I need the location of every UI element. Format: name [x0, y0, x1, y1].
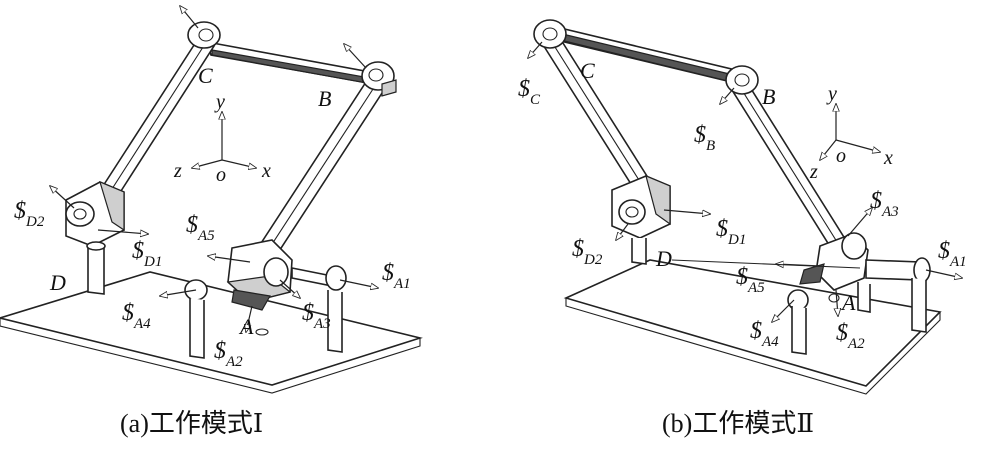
screw-label-d2-b: $D2 [572, 236, 603, 268]
joint-label-d-a: D [49, 270, 66, 295]
joint-label-c-b: C [580, 58, 595, 83]
screw-arrow-a2-a [246, 305, 253, 332]
screw-arrow-c-a [180, 6, 199, 29]
screw-arrow-a4-a [160, 289, 197, 296]
screw-label-b-b: $B [694, 122, 715, 154]
screw-arrow-a3-a [279, 279, 300, 298]
coord-frame-a [192, 112, 256, 168]
screw-arrow-a5-a [208, 256, 251, 263]
screw-arrow-a3-b [847, 208, 872, 237]
joint-a-b [787, 232, 931, 355]
screw-label-c-b: $C [518, 76, 541, 108]
panel-b-labels: C B D A y x z o $C $B $D2 $D1 $A3 $A1 $A… [518, 58, 967, 438]
screw-arrow-b-b [720, 87, 735, 104]
joint-c-b [533, 19, 567, 49]
screw-label-a5-b: $A5 [736, 264, 765, 296]
screw-label-d1-a: $D1 [132, 238, 162, 270]
screw-arrow-a4-b [772, 299, 795, 322]
caption-panel-b: (b)工作模式Ⅱ [662, 409, 814, 438]
caption-panel-a: (a)工作模式Ⅰ [120, 409, 263, 438]
axis-label-x-a: x [261, 160, 271, 182]
panel-a-drawing [0, 6, 423, 394]
panel-a-labels: C B D A y x z o $D2 $D1 $A5 $A1 $A3 $A4 … [14, 63, 411, 438]
screw-arrow-d1-a [97, 230, 148, 234]
screw-label-a5-a: $A5 [186, 212, 215, 244]
panel-b-drawing [528, 19, 962, 395]
joint-label-b-b: B [762, 84, 775, 109]
screw-arrow-b-a [344, 44, 367, 69]
screw-label-a4-a: $A4 [122, 300, 151, 332]
screw-label-d2-a: $D2 [14, 198, 45, 230]
axis-label-x-b: x [883, 147, 893, 169]
screw-label-d1-b: $D1 [716, 216, 746, 248]
joint-c-a [187, 21, 221, 49]
screw-arrow-a1-b [925, 269, 962, 278]
screw-arrow-d1-b [663, 210, 710, 214]
axis-label-o-b: o [836, 145, 846, 167]
screw-label-a4-b: $A4 [750, 318, 779, 350]
axis-label-z-a: z [173, 160, 182, 182]
coord-frame-b [820, 104, 880, 160]
screw-arrow-d2-b [616, 223, 629, 240]
joint-d-b [611, 174, 671, 265]
joint-label-d-b: D [655, 246, 672, 271]
joint-a-a [184, 239, 347, 359]
axis-label-o-a: o [216, 164, 226, 186]
joint-label-a-b: A [840, 290, 856, 315]
screw-label-a2-a: $A2 [214, 338, 243, 370]
screw-arrow-a1-a [339, 279, 378, 288]
axis-label-y-b: y [826, 83, 837, 105]
screw-label-a3-a: $A3 [302, 300, 331, 332]
screw-label-a1-b: $A1 [938, 238, 967, 270]
joint-label-a-a: A [238, 314, 254, 339]
screw-label-a2-b: $A2 [836, 320, 865, 352]
axis-label-z-b: z [809, 161, 818, 183]
screw-arrow-c-b [528, 41, 543, 58]
joint-d-a [65, 180, 125, 295]
joint-label-c-a: C [198, 63, 213, 88]
joint-label-b-a: B [318, 86, 331, 111]
screw-label-a3-b: $A3 [870, 188, 899, 220]
screw-arrow-d2-a [50, 186, 75, 209]
joint-b-b [725, 65, 759, 95]
axis-label-y-a: y [214, 91, 225, 113]
screw-label-a1-a: $A1 [382, 260, 411, 292]
screw-arrow-a2-b [836, 289, 838, 316]
